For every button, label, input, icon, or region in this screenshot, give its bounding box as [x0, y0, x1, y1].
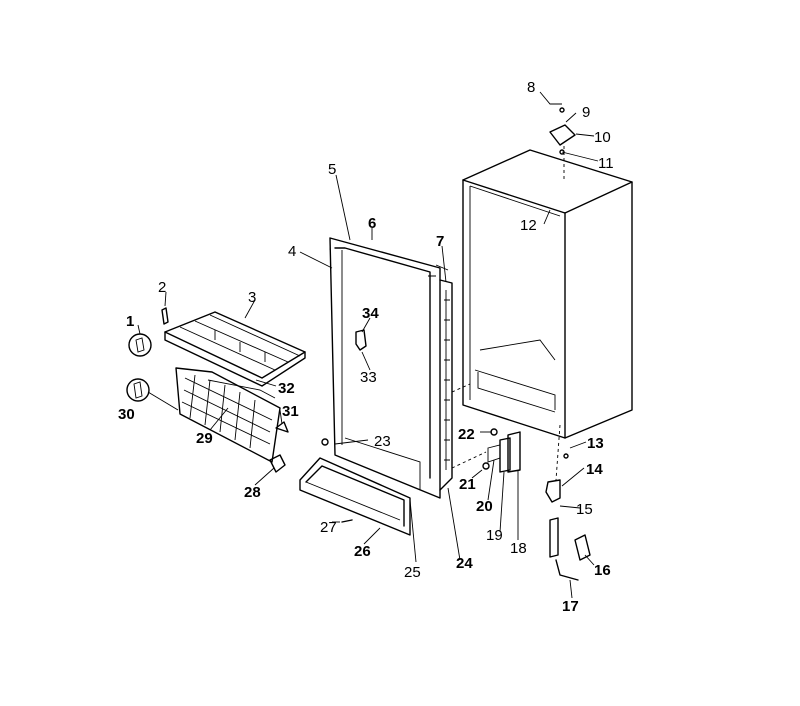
- drain-tube: [555, 534, 591, 581]
- top-hinge: [549, 107, 576, 155]
- callout-labels: 1 2 3 4 5 6 7 8 9 10 11 12 13 14 15 16 1…: [118, 79, 614, 615]
- cabinet: [462, 149, 633, 439]
- leveling-leg: [545, 453, 569, 558]
- kick-plate: [299, 457, 411, 536]
- callout-16: 16: [594, 562, 611, 579]
- callout-27: 27: [320, 519, 337, 536]
- callout-29: 29: [196, 430, 213, 447]
- callout-32: 32: [278, 380, 295, 397]
- callout-34: 34: [362, 305, 379, 322]
- callout-2: 2: [158, 279, 166, 296]
- callout-13: 13: [587, 435, 604, 452]
- basket: [175, 367, 281, 463]
- callout-19: 19: [486, 527, 503, 544]
- hinge-assembly: [482, 428, 521, 473]
- callout-14: 14: [586, 461, 603, 478]
- door-liner: [329, 237, 449, 499]
- callout-33: 33: [360, 369, 377, 386]
- callout-7: 7: [436, 233, 444, 250]
- callout-15: 15: [576, 501, 593, 518]
- callout-11: 11: [598, 155, 614, 172]
- leader-lines: [137, 91, 599, 599]
- callout-3: 3: [248, 289, 256, 306]
- callout-30: 30: [118, 406, 135, 423]
- callout-25: 25: [404, 564, 421, 581]
- callout-4: 4: [288, 243, 296, 260]
- callout-20: 20: [476, 498, 493, 515]
- callout-26: 26: [354, 543, 371, 560]
- callout-9: 9: [582, 104, 590, 121]
- callout-31: 31: [282, 403, 299, 420]
- callout-12: 12: [520, 217, 537, 234]
- callout-18: 18: [510, 540, 527, 557]
- callout-1: 1: [126, 313, 134, 330]
- callout-22: 22: [458, 426, 475, 443]
- callout-8: 8: [527, 79, 535, 96]
- door-gasket: [439, 279, 453, 491]
- callout-24: 24: [456, 555, 473, 572]
- callout-5: 5: [328, 161, 336, 178]
- callout-23: 23: [374, 433, 391, 450]
- callout-28: 28: [244, 484, 261, 501]
- callout-10: 10: [594, 129, 611, 146]
- shelf: [164, 311, 306, 387]
- callout-21: 21: [459, 476, 476, 493]
- callout-6: 6: [368, 215, 376, 232]
- callout-17: 17: [562, 598, 579, 615]
